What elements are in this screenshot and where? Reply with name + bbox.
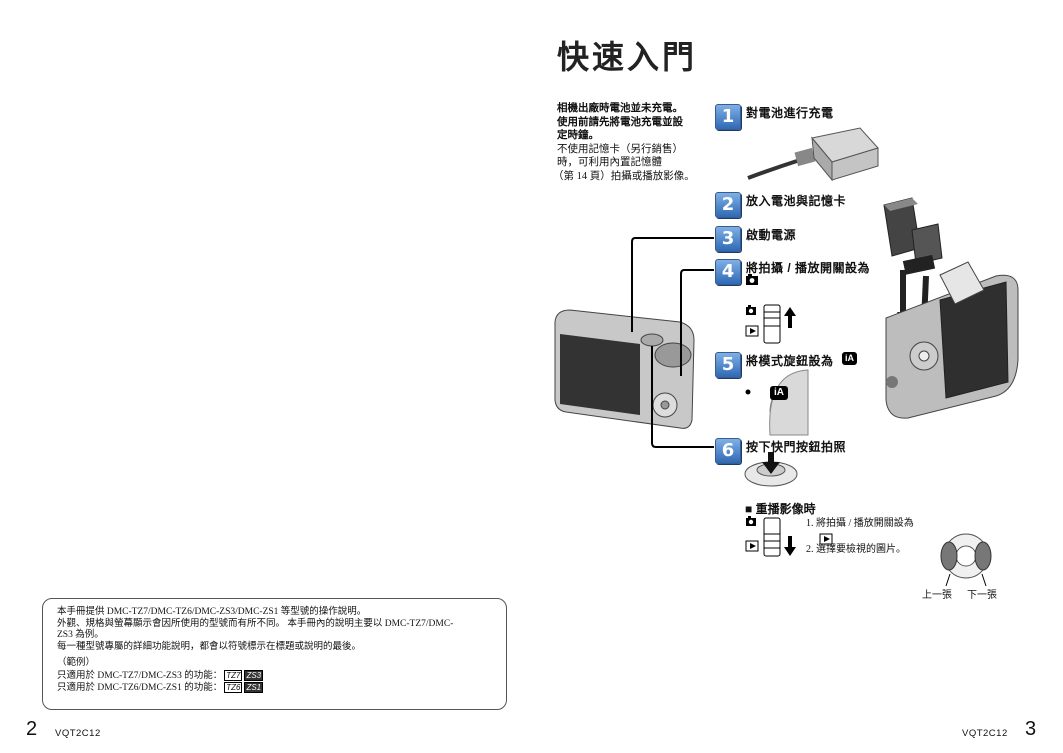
camera-front-illustration (554, 309, 695, 429)
intro-line: 使用前請先將電池充電並設 (557, 115, 683, 128)
intro-line: 相機出廠時電池並未充電。 (557, 102, 683, 114)
dial-ia-mark: iA (770, 386, 788, 400)
intelligent-auto-icon: iA (842, 352, 857, 365)
shutter-button-illustration (744, 452, 798, 487)
right-doc-code: VQT2C12 (962, 728, 1008, 739)
right-page-number: 3 (1025, 718, 1037, 740)
step-number-5: 5 (715, 352, 741, 378)
step-number-4: 4 (715, 259, 741, 285)
note-line: 每一種型號專屬的詳細功能說明，都會以符號標示在標題或說明的最後。 (57, 641, 362, 652)
charger-illustration (747, 127, 879, 182)
replay-step-2: 2. 選擇要檢視的圖片。 (806, 544, 906, 555)
intro-line: （第 14 頁）拍攝或播放影像。 (553, 170, 695, 182)
step-label-1: 對電池進行充電 (746, 106, 834, 120)
step-label-6: 按下快門按鈕拍照 (746, 440, 847, 454)
left-doc-code: VQT2C12 (55, 728, 101, 739)
prev-image-label: 上一張 (922, 590, 952, 601)
note-line: 外觀、規格與螢幕顯示會因所使用的型號而有所不同。 本手冊內的說明主要以 DMC-… (57, 618, 454, 629)
note-example-text: 只適用於 DMC-TZ6/DMC-ZS1 的功能： (57, 683, 223, 693)
mode-dial (745, 369, 809, 436)
camera-back-illustration (885, 261, 1019, 419)
note-example-text: 只適用於 DMC-TZ7/DMC-ZS3 的功能： (57, 670, 223, 681)
model-tag-zs3: ZS3 (244, 669, 264, 681)
rec-play-switch (745, 304, 796, 344)
intro-line: 定時鐘。 (557, 129, 599, 141)
step-label-3: 啟動電源 (746, 228, 797, 242)
step-number-2: 2 (715, 192, 741, 218)
model-tag-tz7: TZ7 (224, 669, 243, 681)
replay-step-1: 1. 將拍攝 / 播放開關設為 (806, 518, 914, 529)
next-image-label: 下一張 (967, 590, 997, 601)
step-label-5: 將模式旋鈕設為 (746, 354, 834, 368)
model-tag-tz6: TZ6 (224, 682, 243, 693)
note-line: （範例） (57, 658, 96, 668)
page-title: 快速入門 (557, 39, 698, 75)
model-tag-zs1: ZS1 (244, 682, 264, 693)
intro-text: 相機出廠時電池並未充電。 使用前請先將電池充電並設 定時鐘。 不使用記憶卡（另行… (553, 102, 717, 183)
replay-switch (745, 516, 833, 557)
camera-icon (746, 274, 758, 285)
note-line: 本手冊提供 DMC-TZ7/DMC-TZ6/DMC-ZS3/DMC-ZS1 等型… (57, 607, 367, 617)
left-page-number: 2 (26, 718, 38, 740)
step-label-4: 將拍攝 / 播放開關設為 (746, 261, 871, 275)
step-number-3: 3 (715, 226, 741, 252)
step-label-2: 放入電池與記憶卡 (746, 194, 847, 208)
replay-instructions: 1. 將拍攝 / 播放開關設為 2. 選擇要檢視的圖片。 (806, 517, 956, 556)
intro-line: 不使用記憶卡（另行銷售） (557, 143, 683, 155)
replay-title: ■ 重播影像時 (745, 502, 816, 516)
cursor-pad (940, 533, 992, 587)
intro-line: 時，可利用內置記憶體 (557, 157, 662, 168)
model-note-box: 本手冊提供 DMC-TZ7/DMC-TZ6/DMC-ZS3/DMC-ZS1 等型… (42, 598, 507, 710)
note-line: ZS3 為例。 (57, 630, 104, 640)
step-number-6: 6 (715, 438, 741, 464)
step-number-1: 1 (715, 104, 741, 130)
